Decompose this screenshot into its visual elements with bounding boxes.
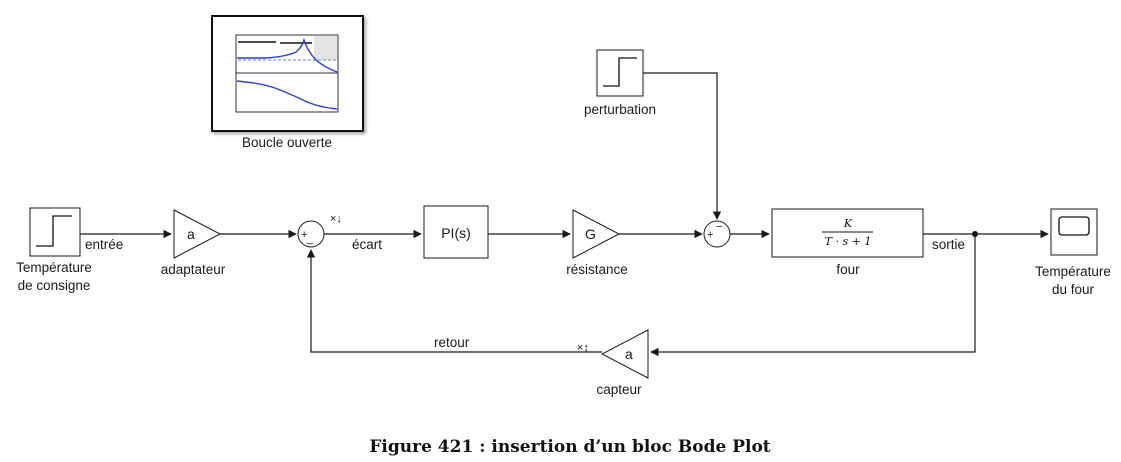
pi-symbol: PI(s) xyxy=(441,225,471,241)
scope-block[interactable]: Température du four xyxy=(1035,208,1111,297)
signal-entree-label: entrée xyxy=(85,237,123,252)
bode-plot-block[interactable]: Boucle ouverte xyxy=(211,15,364,150)
sum2-block[interactable]: + − xyxy=(703,220,731,248)
step-consigne-label-1: Température xyxy=(16,260,92,275)
bode-plot-label: Boucle ouverte xyxy=(242,135,332,150)
retour-multiply-arrow-icon: ×↕ xyxy=(577,342,589,354)
step-consigne-label-2: de consigne xyxy=(18,278,91,293)
step-icon xyxy=(603,57,637,87)
sum2-plus-sign: + xyxy=(707,229,713,241)
figure-caption: Figure 421 : insertion d’un bloc Bode Pl… xyxy=(369,437,770,457)
resistance-label: résistance xyxy=(566,262,628,277)
capteur-symbol: a xyxy=(625,346,633,362)
adaptateur-gain-block[interactable]: a adaptateur xyxy=(161,209,226,277)
signal-sortie-label: sortie xyxy=(932,237,965,252)
four-transfer-function-block[interactable]: K T · s + 1 four xyxy=(771,208,924,277)
bode-shaded-region xyxy=(314,36,337,60)
adaptateur-symbol: a xyxy=(187,226,195,242)
bode-magnitude-curve xyxy=(237,37,338,73)
wire-retour xyxy=(306,249,602,353)
sum1-block[interactable]: + _ xyxy=(297,220,325,248)
capteur-gain-block[interactable]: a capteur xyxy=(596,329,649,397)
four-label: four xyxy=(836,262,860,277)
perturbation-step-block[interactable]: perturbation xyxy=(584,49,656,117)
signal-retour-label: retour xyxy=(434,335,470,350)
scope-screen-icon xyxy=(1058,216,1090,236)
sum2-minus-sign: − xyxy=(716,221,722,233)
wire-feedback-capteur xyxy=(650,234,976,357)
resistance-gain-block[interactable]: G résistance xyxy=(566,209,628,277)
four-numerator: K xyxy=(843,217,853,230)
bode-phase-curve xyxy=(236,80,338,110)
adaptateur-label: adaptateur xyxy=(161,262,226,277)
step-icon xyxy=(36,215,72,247)
perturbation-label: perturbation xyxy=(584,102,656,117)
four-denominator: T · s + 1 xyxy=(825,235,872,248)
signal-wires xyxy=(80,72,1049,357)
ecart-multiply-arrow-icon: ×↓ xyxy=(330,213,342,225)
scope-label-2: du four xyxy=(1052,282,1095,297)
signal-ecart-label: écart xyxy=(352,237,382,252)
sum1-plus-sign: + xyxy=(301,229,307,241)
step-consigne-block[interactable]: Température de consigne xyxy=(16,207,92,293)
capteur-label: capteur xyxy=(596,382,642,397)
sum1-minus-sign: _ xyxy=(306,233,314,245)
resistance-symbol: G xyxy=(585,226,596,242)
pi-controller-block[interactable]: PI(s) xyxy=(423,205,489,259)
wire-perturbation xyxy=(643,72,722,220)
scope-label-1: Température xyxy=(1035,264,1111,279)
